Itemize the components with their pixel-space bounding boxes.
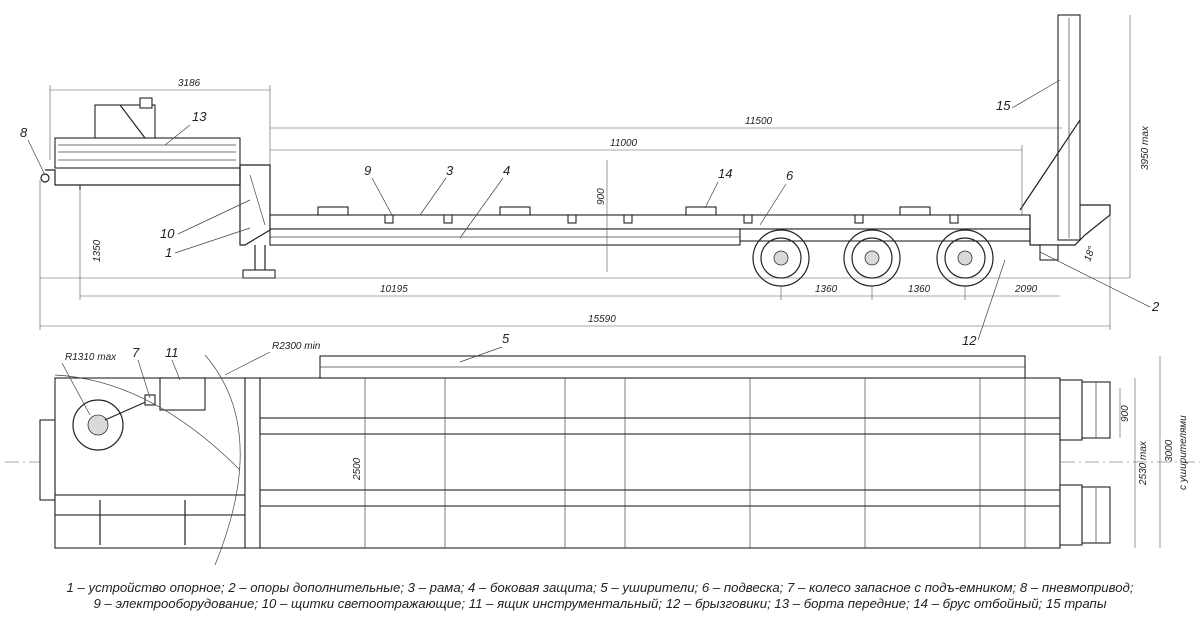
tool-box <box>159 377 206 411</box>
axle-2 <box>843 229 901 287</box>
legend-line-2: 9 – электрооборудование; 10 – щитки свет… <box>93 596 1107 611</box>
legend-line-1: 1 – устройство опорное; 2 – опоры дополн… <box>66 580 1134 595</box>
top-view: R1310 max R2300 min 2500 900 2530 max 30… <box>5 331 1200 566</box>
top-deck <box>259 377 1061 549</box>
top-frame <box>94 104 156 139</box>
callout-8: 8 <box>20 125 28 140</box>
callout-1: 1 <box>165 245 172 260</box>
dim-1360-a: 1360 <box>815 284 838 295</box>
callout-2: 2 <box>1151 299 1160 314</box>
dim-r2300: R2300 min <box>272 341 321 352</box>
dim-11500: 11500 <box>745 116 773 127</box>
dim-15590: 15590 <box>588 314 616 325</box>
legend: 1 – устройство опорное; 2 – опоры дополн… <box>0 580 1200 612</box>
dim-900-top: 900 <box>1120 405 1131 422</box>
dim-1350: 1350 <box>92 239 103 262</box>
dim-3000: 3000 <box>1164 439 1175 462</box>
dim-3950: 3950 max <box>1140 125 1151 170</box>
dim-10195: 10195 <box>380 284 408 295</box>
dim-1360-b: 1360 <box>908 284 931 295</box>
axle-3 <box>936 229 994 287</box>
callout-5: 5 <box>502 331 510 346</box>
callout-4: 4 <box>503 163 510 178</box>
deck-frame <box>269 214 1031 230</box>
dim-2530: 2530 max <box>1138 440 1149 486</box>
top-gooseneck <box>54 377 246 549</box>
callout-10: 10 <box>160 226 175 241</box>
callout-7: 7 <box>132 345 140 360</box>
callout-3: 3 <box>446 163 454 178</box>
callout-12: 12 <box>962 333 977 348</box>
dim-3186: 3186 <box>178 78 201 89</box>
front-board <box>54 137 241 169</box>
callout-15: 15 <box>996 98 1011 113</box>
dim-r1310: R1310 max <box>65 352 117 363</box>
dim-900-side: 900 <box>596 188 607 205</box>
callout-6: 6 <box>786 168 794 183</box>
callout-14: 14 <box>718 166 732 181</box>
callout-9: 9 <box>364 163 371 178</box>
axle-1 <box>752 229 810 287</box>
callout-11: 11 <box>165 345 179 360</box>
dim-2090: 2090 <box>1014 284 1038 295</box>
callout-13: 13 <box>192 109 207 124</box>
dim-11000: 11000 <box>610 138 638 149</box>
dim-3000-note: с уширителями <box>1178 415 1189 490</box>
dim-angle-18: 18° <box>1082 245 1098 263</box>
support-pad <box>242 269 276 279</box>
dim-2500: 2500 <box>352 457 363 481</box>
side-view: 3186 11500 11000 3950 max 900 1350 10195… <box>20 14 1160 348</box>
